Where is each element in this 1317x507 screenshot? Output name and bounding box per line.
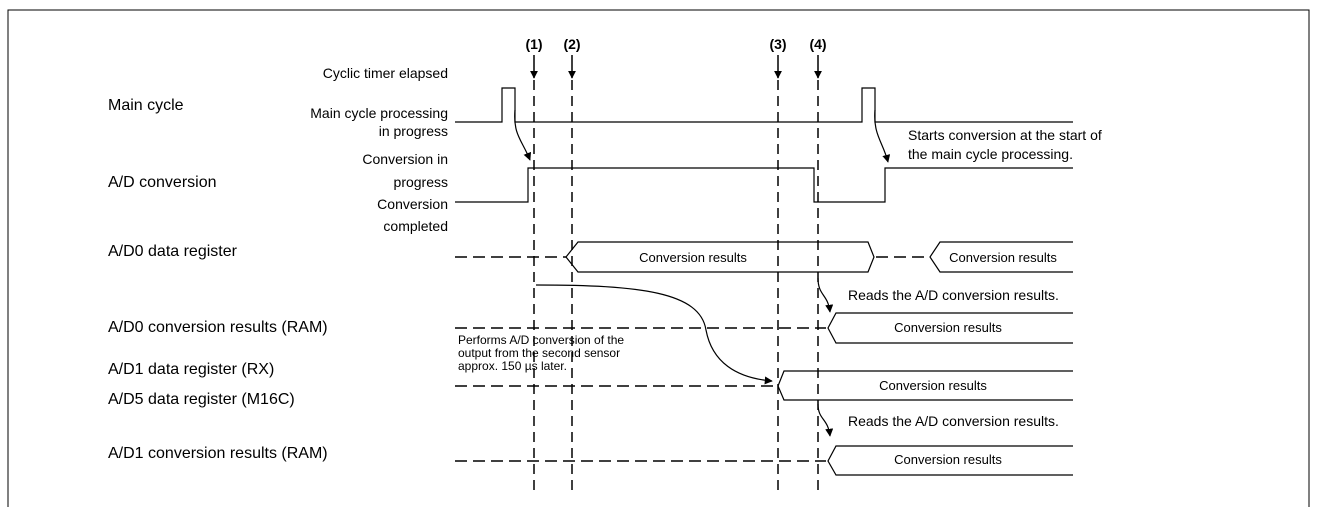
row-label-ad0-results-ram: A/D0 conversion results (RAM) (108, 319, 328, 336)
diagram-frame (7, 9, 1310, 507)
cyclic-timer-elapsed-label: Cyclic timer elapsed (323, 65, 448, 81)
timing-markers: (1) (2) (3) (4) (525, 36, 827, 495)
ad0-results-ram-waveform (455, 312, 1073, 344)
second-sensor-note-2: output from the second sensor (458, 346, 620, 360)
starts-conversion-note-2: the main cycle processing. (908, 146, 1073, 162)
reads-results-note-1: Reads the A/D conversion results. (848, 287, 1059, 303)
main-processing-label-1: Main cycle processing (310, 105, 448, 121)
row-label-ad1-results-ram: A/D1 conversion results (RAM) (108, 445, 328, 462)
ad0-register-cell-a: Conversion results (639, 250, 747, 265)
main-cycle-waveform (455, 87, 1073, 123)
conversion-start-arrow-1 (514, 109, 532, 161)
ad0-ram-cell: Conversion results (894, 320, 1002, 335)
row-labels: Main cycle A/D conversion A/D0 data regi… (108, 97, 328, 462)
ad1-data-register-waveform (455, 370, 1073, 401)
conversion-start-arrow-2 (874, 109, 891, 163)
signal-labels: Cyclic timer elapsed Main cycle processi… (310, 65, 448, 234)
reads-results-note-2: Reads the A/D conversion results. (848, 413, 1059, 429)
annotations: Starts conversion at the start of the ma… (458, 127, 1102, 429)
row-label-ad1-data-register-rx: A/D1 data register (RX) (108, 361, 274, 378)
marker-label-1: (1) (525, 36, 542, 52)
marker-label-3: (3) (769, 36, 786, 52)
read-arrow-1 (817, 277, 834, 313)
conv-in-progress-label-1: Conversion in (362, 151, 448, 167)
row-label-ad5-data-register-m16c: A/D5 data register (M16C) (108, 391, 295, 408)
read-arrow-2 (817, 403, 834, 437)
conv-completed-label-1: Conversion (377, 196, 448, 212)
marker-label-2: (2) (563, 36, 580, 52)
ad-conversion-waveform (455, 167, 1073, 203)
marker-label-4: (4) (809, 36, 826, 52)
conv-completed-label-2: completed (383, 218, 448, 234)
ad0-data-register-waveform (455, 241, 1073, 273)
conv-in-progress-label-2: progress (394, 174, 448, 190)
ad1-register-cell: Conversion results (879, 378, 987, 393)
row-label-ad0-data-register: A/D0 data register (108, 243, 238, 260)
row-label-main-cycle: Main cycle (108, 97, 184, 114)
second-sensor-note-1: Performs A/D conversion of the (458, 333, 624, 347)
ad1-ram-cell: Conversion results (894, 452, 1002, 467)
row-label-ad-conversion: A/D conversion (108, 174, 217, 191)
second-sensor-note-3: approx. 150 µs later. (458, 359, 567, 373)
ad0-register-cell-b: Conversion results (949, 250, 1057, 265)
second-sensor-arrow (535, 284, 773, 385)
main-processing-label-2: in progress (379, 123, 448, 139)
ad1-results-ram-waveform (455, 445, 1073, 476)
starts-conversion-note-1: Starts conversion at the start of (908, 127, 1102, 143)
